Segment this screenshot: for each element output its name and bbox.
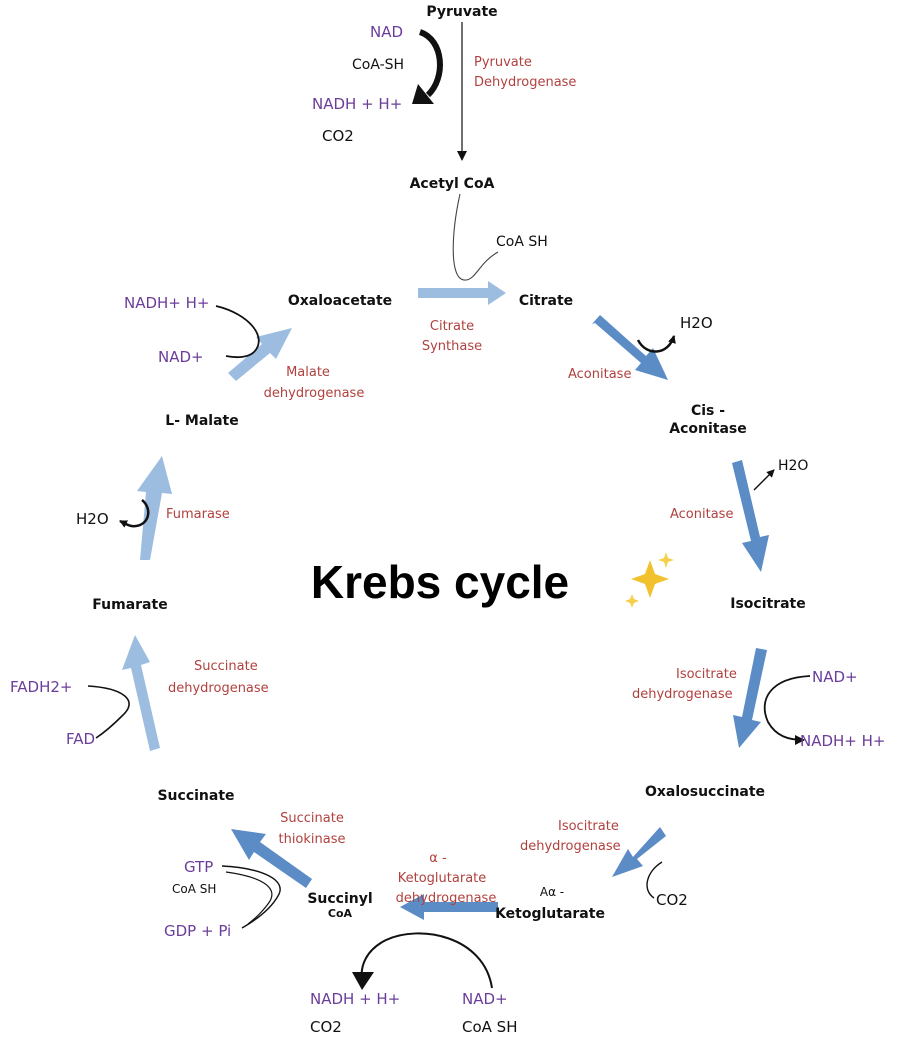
cofactor-pdh-coash: CoA-SH: [352, 57, 404, 73]
cofactor-co2-decarb: CO2: [656, 891, 688, 909]
enzyme-aconitase-2: Aconitase: [670, 507, 733, 522]
curve-pdh-nad-nadh: [418, 29, 443, 98]
enzyme-isocitrate-dh-1-line1: Isocitrate: [676, 667, 737, 682]
curve-pdh-arrowhead: [412, 84, 434, 104]
enzyme-succinate-thiokinase-line1: Succinate: [280, 811, 344, 826]
cofactor-mdh-nadh: NADH+ H+: [124, 294, 210, 312]
cofactor-cs-coash: CoA SH: [496, 234, 548, 250]
curve-fum-h2o: [119, 499, 150, 528]
metabolite-oxaloacetate: Oxaloacetate: [288, 293, 392, 309]
metabolite-l-malate: L- Malate: [165, 413, 238, 429]
curve-akg-dh: [360, 932, 493, 989]
curve-sdh-fad: [87, 685, 130, 739]
cofactor-pdh-co2: CO2: [322, 127, 354, 145]
metabolite-cis-aconitase-line2: Aconitase: [669, 421, 747, 437]
cofactor-akg-nadh: NADH + H+: [310, 990, 400, 1008]
curve-mdh-cofactor: [215, 305, 260, 359]
enzyme-succinate-thiokinase-line2: thiokinase: [278, 832, 345, 847]
enzyme-pyruvate-dh-line1: Pyruvate: [474, 55, 532, 70]
metabolite-akg-line1: Aα -: [540, 885, 564, 899]
curve-acon-h2o-1: [636, 335, 676, 353]
arrow-akg-to-succinylcoa: [400, 894, 498, 920]
curve-stk-gtp: [221, 865, 281, 929]
metabolite-succinate: Succinate: [157, 788, 234, 804]
cofactor-idh-nad: NAD+: [812, 668, 858, 686]
metabolite-oxalosuccinate: Oxalosuccinate: [645, 784, 765, 800]
enzyme-akg-dh-line3: dehydrogenase: [396, 891, 497, 906]
arrow-citrate-to-cisaconitase: [592, 315, 668, 380]
enzyme-malate-dh-line2: dehydrogenase: [264, 386, 365, 401]
enzyme-akg-dh-line1: α -: [429, 851, 447, 866]
cofactor-acon-h2o-2: H2O: [778, 458, 808, 474]
metabolite-acetyl-coa: Acetyl CoA: [410, 176, 495, 192]
arrow-cisaconitase-to-isocitrate: [732, 460, 769, 572]
cofactor-akg-co2: CO2: [310, 1018, 342, 1036]
cofactor-stk-gdp: GDP + Pi: [164, 922, 231, 940]
cofactor-akg-nad: NAD+: [462, 990, 508, 1008]
metabolite-citrate: Citrate: [519, 293, 573, 309]
metabolite-fumarate: Fumarate: [92, 597, 167, 613]
cofactor-sdh-fadh2: FADH2+: [10, 678, 72, 696]
cofactor-stk-gtp: GTP: [184, 858, 213, 876]
sparkles-icon: [625, 552, 674, 608]
enzyme-aconitase-1: Aconitase: [568, 367, 631, 382]
enzyme-citrate-synthase-line2: Synthase: [422, 339, 482, 354]
arrow-acon-h2o-2: [753, 469, 775, 491]
enzyme-isocitrate-dh-1-line2: dehydrogenase: [632, 687, 733, 702]
metabolite-succinyl-coa-line2: CoA: [328, 907, 353, 920]
metabolite-pyruvate: Pyruvate: [426, 4, 497, 20]
cofactor-pdh-nad: NAD: [370, 23, 403, 41]
enzyme-akg-dh-line2: Ketoglutarate: [398, 871, 487, 886]
metabolite-succinyl-coa-line1: Succinyl: [307, 891, 372, 907]
enzyme-citrate-synthase-line1: Citrate: [430, 319, 474, 334]
cofactor-sdh-fad: FAD: [66, 730, 95, 748]
arrow-succinate-to-fumarate: [122, 635, 160, 751]
arrow-fumarate-to-malate: [137, 456, 172, 560]
arrow-malate-to-oaa: [228, 328, 292, 381]
diagram-title: Krebs cycle: [311, 556, 569, 608]
curve-idh-nad: [763, 675, 811, 745]
arrow-oxalosuccinate-to-akg: [612, 827, 666, 877]
arrow-succinylcoa-to-succinate: [231, 829, 312, 888]
arrow-isocitrate-to-oxalosuccinate: [733, 648, 767, 748]
curve-stk-coash: [225, 871, 273, 925]
cofactor-stk-coash: CoA SH: [172, 882, 216, 896]
cofactor-acon-h2o-1: H2O: [680, 314, 713, 332]
curve-akg-arrowhead: [352, 972, 374, 990]
cofactor-pdh-nadh: NADH + H+: [312, 95, 402, 113]
enzyme-succinate-dh-line1: Succinate: [194, 659, 258, 674]
metabolite-cis-aconitase-line1: Cis -: [691, 403, 725, 419]
enzyme-fumarase: Fumarase: [166, 507, 230, 522]
curve-acetylcoa-entry: [452, 193, 499, 281]
cofactor-fum-h2o: H2O: [76, 510, 109, 528]
cofactor-akg-coash: CoA SH: [462, 1018, 517, 1036]
metabolite-isocitrate: Isocitrate: [730, 596, 806, 612]
enzyme-pyruvate-dh-line2: Dehydrogenase: [474, 75, 576, 90]
enzyme-succinate-dh-line2: dehydrogenase: [168, 681, 269, 696]
arrow-oaa-to-citrate: [418, 281, 506, 305]
cofactor-idh-nadh: NADH+ H+: [800, 732, 886, 750]
enzyme-malate-dh-line1: Malate: [286, 365, 330, 380]
curve-co2-release: [646, 861, 663, 899]
enzyme-isocitrate-dh-2-line1: Isocitrate: [558, 819, 619, 834]
enzyme-isocitrate-dh-2-line2: dehydrogenase: [520, 839, 621, 854]
cofactor-mdh-nad: NAD+: [158, 348, 204, 366]
metabolite-akg-line2: Ketoglutarate: [495, 906, 605, 922]
